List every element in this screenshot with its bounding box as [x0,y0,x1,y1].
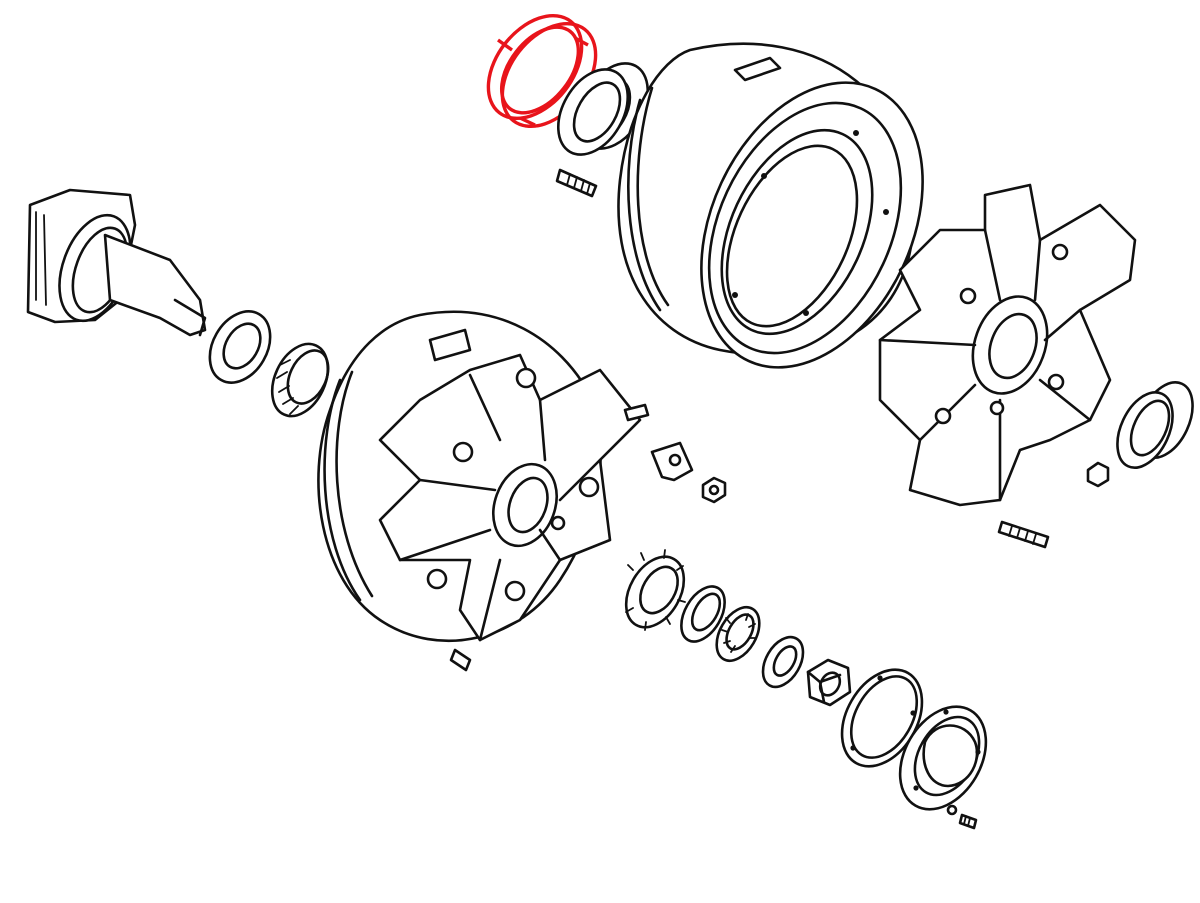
hub-bolt-stud[interactable] [997,520,1050,549]
small-nut[interactable] [701,476,727,504]
hub-cap[interactable] [883,691,1004,824]
brake-drum[interactable] [617,42,966,403]
wheel-stud[interactable] [555,168,598,198]
wheel-nut[interactable] [1086,461,1110,488]
lock-washer[interactable] [672,579,733,649]
hub-cap-gasket[interactable] [826,655,939,780]
hub-flange-spider[interactable] [878,183,1137,507]
inner-tapered-bearing[interactable] [261,335,338,425]
wheel-hub-assembly[interactable] [317,310,650,672]
castle-nut[interactable] [614,547,695,638]
needle-thrust-bearing[interactable] [708,600,768,668]
lock-tab[interactable] [650,441,694,482]
flat-washer[interactable] [755,630,811,694]
spacer-washer[interactable] [198,301,283,394]
hex-nut[interactable] [806,658,852,707]
bearing-cup[interactable] [1106,374,1200,477]
spindle-axle[interactable] [26,188,207,337]
cap-screw[interactable] [946,804,978,830]
